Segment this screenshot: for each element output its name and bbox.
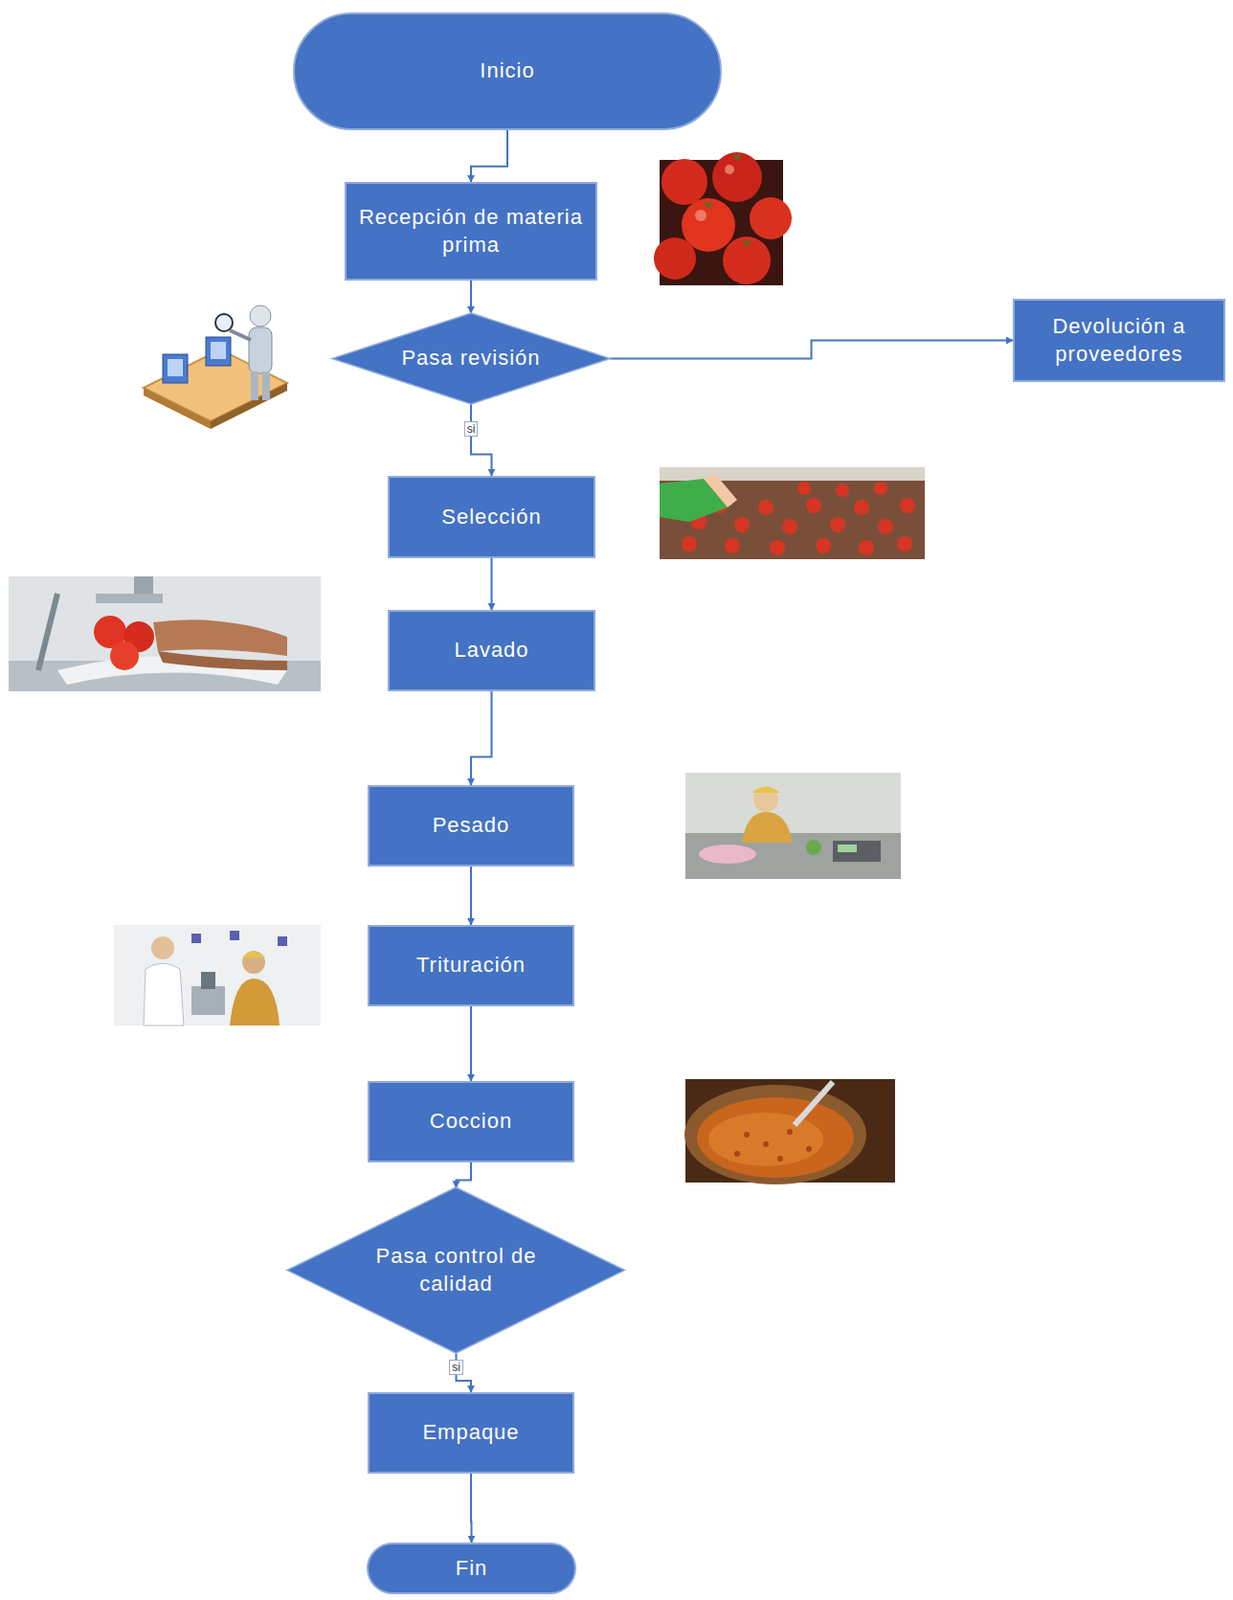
node-text: Pesado — [432, 811, 511, 840]
node-text: Pasa revisión — [401, 344, 540, 373]
selection-photo — [659, 467, 925, 560]
process-box: Empaque — [367, 1391, 575, 1474]
node-text: Devolución a proveedores — [1026, 313, 1212, 368]
flow-arrow — [455, 1162, 471, 1188]
flow-arrow — [470, 280, 472, 314]
decision-diamond: Pasa revisión — [332, 313, 610, 404]
washing-photo — [8, 576, 321, 692]
flow-arrow — [470, 1473, 473, 1543]
node-text: Inicio — [479, 57, 535, 86]
node-text: Lavado — [453, 636, 529, 665]
flow-arrow — [470, 130, 508, 182]
flow-arrow — [609, 340, 1013, 359]
diamond-outline — [287, 1187, 625, 1353]
crushing-photo — [113, 924, 321, 1026]
cooking-photo — [684, 1078, 896, 1185]
process-box: Pesado — [367, 784, 575, 867]
flow-arrow — [470, 1006, 472, 1081]
node-text: Recepción de materia prima — [358, 203, 584, 259]
process-box: Lavado — [387, 609, 596, 692]
process-box: Devolución a proveedores — [1012, 298, 1226, 382]
node-text: Fin — [455, 1554, 489, 1583]
flow-arrow — [470, 403, 493, 476]
node-text: Trituración — [416, 951, 526, 980]
node-text: Empaque — [422, 1418, 519, 1447]
edge-label: si — [448, 1359, 464, 1375]
process-box: Selección — [387, 475, 596, 559]
edge-label: si — [464, 421, 479, 437]
start-terminal: Inicio — [292, 12, 722, 131]
tomatoes-photo — [653, 152, 792, 286]
node-text: Selección — [441, 503, 541, 532]
end-terminal: Fin — [366, 1542, 577, 1594]
process-box: Trituración — [367, 924, 575, 1007]
node-text: Pasa control de calidad — [369, 1242, 544, 1298]
process-box: Coccion — [367, 1080, 575, 1163]
inspection-icon — [143, 305, 288, 429]
process-box: Recepción de materia prima — [344, 181, 598, 281]
node-text: Coccion — [429, 1107, 513, 1136]
flow-arrow — [470, 866, 472, 925]
decision-diamond: Pasa control de calidad — [287, 1187, 625, 1353]
flow-arrow — [470, 691, 493, 785]
weighing-photo — [685, 772, 901, 879]
flow-arrow — [491, 558, 494, 610]
